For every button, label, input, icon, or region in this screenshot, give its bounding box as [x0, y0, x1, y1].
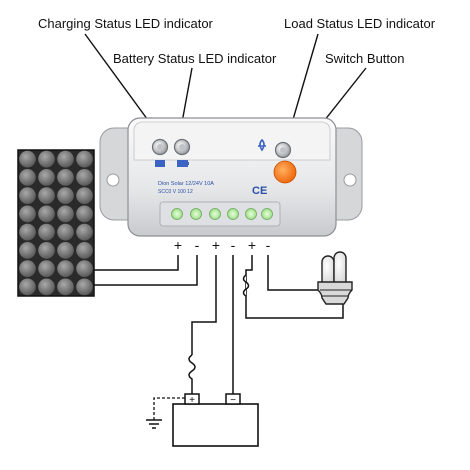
solar-cell: [38, 223, 55, 241]
solar-cell: [38, 242, 55, 259]
battery-minus-sign: −: [230, 395, 236, 406]
solar-cell: [19, 187, 36, 204]
solar-cell: [57, 150, 74, 168]
charging-led-label: Charging Status LED indicator: [38, 16, 213, 31]
solar-cell: [76, 278, 93, 296]
terminal-sign: +: [212, 237, 220, 253]
battery-positive-wire: [191, 255, 217, 355]
ce-mark: CE: [252, 185, 267, 197]
panel-positive-wire: [94, 255, 179, 271]
charge-controller: Dion Solar 12/24V 10A SCC0 V 100 12 CE: [99, 117, 363, 237]
battery: + −: [172, 393, 259, 447]
solar-cell: [76, 187, 93, 204]
solar-cell: [19, 242, 36, 259]
switch-button[interactable]: [273, 160, 297, 184]
solar-cell: [38, 187, 55, 204]
lamp-tube-2: [333, 251, 347, 282]
terminal-screw: [245, 208, 257, 220]
solar-cell: [38, 205, 55, 223]
terminal-screw: [227, 208, 239, 220]
wiring: [94, 255, 344, 395]
mount-hole-left: [106, 173, 120, 187]
solar-cell: [38, 169, 55, 186]
solar-panel: [17, 149, 95, 297]
terminal-screw: [171, 208, 183, 220]
solar-cell: [76, 260, 93, 277]
battery-negative-terminal: [225, 393, 241, 405]
solar-cell: [76, 223, 93, 241]
terminal-sign: -: [266, 237, 271, 253]
solar-cell: [57, 205, 74, 223]
lamp-tube-1: [321, 255, 335, 282]
battery-led-label: Battery Status LED indicator: [113, 51, 277, 66]
load-led-label: Load Status LED indicator: [284, 16, 436, 31]
solar-cell: [76, 242, 93, 259]
solar-cell: [57, 169, 74, 186]
solar-cell: [19, 150, 36, 168]
load-fuse: [242, 274, 250, 297]
terminal-screws: [171, 208, 273, 220]
panel-negative-wire: [94, 255, 198, 286]
terminal-sign: -: [231, 237, 236, 253]
brand-text: Dion Solar 12/24V 10A: [158, 181, 214, 187]
terminal-screw: [261, 208, 273, 220]
solar-cell: [38, 278, 55, 296]
load-negative-wire: [267, 255, 320, 291]
solar-cell: [57, 187, 74, 204]
terminal-screw: [209, 208, 221, 220]
solar-cell: [76, 169, 93, 186]
solar-cell: [38, 150, 55, 168]
battery-fuse: [188, 354, 196, 395]
battery-positive-terminal: [184, 393, 200, 405]
solar-cell: [19, 205, 36, 223]
solar-cells: [19, 150, 93, 296]
terminal-sign: +: [248, 237, 256, 253]
model-text: SCC0 V 100 12: [158, 189, 193, 195]
switch-button-label: Switch Button: [325, 51, 405, 66]
solar-cell: [57, 242, 74, 259]
solar-cell: [76, 150, 93, 168]
solar-cell: [57, 260, 74, 277]
solar-cell: [19, 260, 36, 277]
solar-cell: [19, 223, 36, 241]
lamp-base: [317, 281, 353, 305]
terminal-screw: [190, 208, 202, 220]
solar-cell: [19, 278, 36, 296]
lamp: [317, 251, 353, 305]
battery-plus-sign: +: [189, 395, 195, 406]
terminal-sign: +: [174, 237, 182, 253]
bulb-icon: [258, 138, 266, 152]
mount-hole-right: [343, 173, 357, 187]
battery-icon: [177, 160, 188, 167]
solar-cell: [19, 169, 36, 186]
solar-cell: [76, 205, 93, 223]
ground-symbol: [146, 397, 185, 429]
charging-led-arrow: [84, 33, 154, 128]
solar-cell: [57, 223, 74, 241]
solar-cell: [57, 278, 74, 296]
terminal-sign: -: [195, 237, 200, 253]
solar-panel-icon: [155, 160, 165, 167]
solar-cell: [38, 260, 55, 277]
